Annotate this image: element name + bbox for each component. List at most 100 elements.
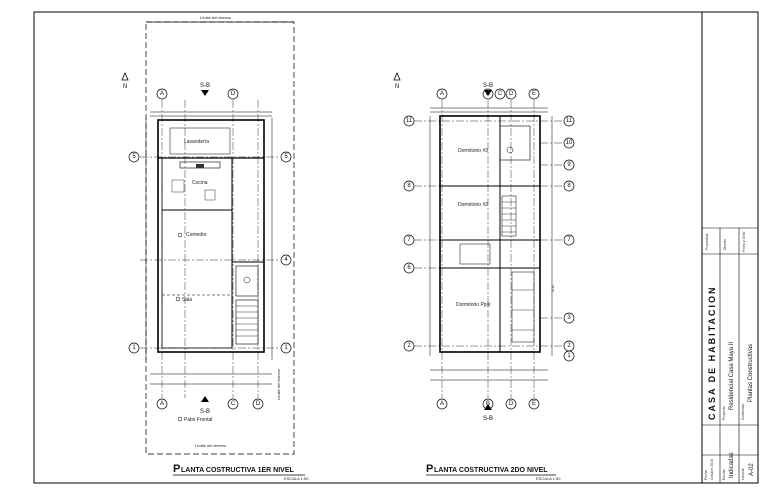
r-room-label-dorm2: Dormitorio #2	[458, 202, 488, 208]
grid-bubble-d-bot	[252, 398, 264, 410]
grid-bubble-a-top	[156, 88, 168, 100]
r-grid-bubble-c-top	[494, 88, 506, 100]
r-grid-label-3-right: 3	[567, 315, 571, 321]
r-grid-bubble-e-top	[528, 88, 540, 100]
r-grid-bubble-a-top	[436, 88, 448, 100]
grid-label-5-left: 5	[132, 154, 136, 160]
north-label-right: N	[395, 84, 399, 90]
grid-bubble-5-left	[128, 151, 140, 163]
r-grid-label-1-right: 1	[567, 353, 571, 359]
tb-top-label: Propiedad:	[705, 233, 709, 250]
building-inner-1	[161, 157, 233, 349]
r-grid-label-8-right: 8	[567, 183, 571, 189]
grid-bubble-a-bot	[156, 398, 168, 410]
r-grid-label-11-right: 11	[566, 118, 573, 124]
grid-bubble-4-right	[280, 254, 292, 266]
r-grid-label-2-right: 2	[567, 343, 571, 349]
r-grid-label-7-right: 7	[567, 237, 571, 243]
room-label-lavanderia: Lavandería	[184, 139, 209, 145]
north-arrow-right-icon	[393, 71, 401, 81]
r-grid-bubble-11-left	[403, 115, 415, 127]
grid-label-5-right: 5	[284, 154, 288, 160]
tb-notes-label2: Firma y Sello	[742, 232, 746, 252]
r-grid-bubble-2-left	[403, 340, 415, 352]
r-grid-label-a-top: A	[440, 91, 444, 97]
r-grid-bubble-7-right	[563, 234, 575, 246]
r-grid-bubble-9-right	[563, 159, 575, 171]
r-grid-label-2-left: 2	[407, 343, 411, 349]
grid-label-d-top: D	[231, 91, 236, 97]
title-block: Propiedad: Diseño Firma y Sello CASA DE …	[702, 227, 758, 483]
laundry-area	[169, 127, 231, 155]
r-grid-label-e-top: E	[532, 91, 536, 97]
r-section-side-label: S-A	[550, 285, 555, 292]
tb-sheet-label: Lámina:	[741, 468, 745, 480]
r-grid-bubble-a-bot	[436, 398, 448, 410]
r-section-arrow-bot-icon	[484, 404, 492, 410]
r-grid-bubble-d-bot	[505, 398, 517, 410]
bathroom-left	[235, 265, 259, 297]
r-grid-bubble-7-left	[403, 234, 415, 246]
left-plan-title: LANTA COSTRUCTIVA 1ER NIVEL	[181, 467, 295, 474]
level-mark-3-icon	[177, 416, 183, 422]
tb-content-label: Contenido:	[741, 403, 745, 420]
right-plan-scale: ESCALA 1:50	[536, 476, 561, 481]
r-grid-bubble-11-right	[563, 115, 575, 127]
grid-label-d-bot: D	[256, 401, 261, 407]
room-label-cocina: Cocina	[192, 180, 208, 186]
stair-upper	[501, 195, 517, 237]
stair-left	[235, 299, 259, 345]
building-outline-2	[439, 115, 541, 353]
r-grid-label-e-bot: E	[532, 401, 536, 407]
grid-bubble-1-right	[280, 342, 292, 354]
r-room-label-dorm3: Dormitorio #3	[458, 148, 488, 154]
north-label-left: N	[123, 84, 127, 90]
door-swing-2	[204, 189, 216, 201]
grid-label-1-left: 1	[132, 345, 136, 351]
room-label-patio: Patio Frontal	[184, 417, 212, 423]
r-grid-bubble-e-bot	[528, 398, 540, 410]
r-grid-bubble-6-left	[403, 262, 415, 274]
r-grid-label-d-top: D	[509, 91, 514, 97]
building-outline-1	[157, 119, 265, 353]
toilet-left	[243, 276, 251, 284]
r-grid-label-a-bot: A	[440, 401, 444, 407]
r-grid-bubble-1-right	[563, 350, 575, 362]
left-plan-scale: ESCALA 1:50	[284, 476, 309, 481]
r-section-label-bot: S-B	[483, 416, 493, 422]
door-swing-1	[171, 179, 185, 193]
r-grid-label-11-left: 11	[406, 118, 413, 124]
r-grid-label-c-top: C	[498, 91, 503, 97]
right-plan: N A B C D E	[393, 71, 575, 481]
lot-top-label: Límite del terreno	[200, 15, 232, 20]
closet-lines	[512, 289, 534, 331]
room-label-comedor: Comedor	[186, 232, 207, 238]
bath-upper	[499, 125, 531, 161]
sheet-border	[33, 11, 759, 484]
section-arrow-top-left-icon	[201, 90, 209, 96]
left-plan-title-cap: P	[173, 463, 180, 475]
grid-label-a-top: A	[160, 91, 164, 97]
r-grid-bubble-3-right	[563, 312, 575, 324]
grid-bubble-c-bot	[227, 398, 239, 410]
r-room-label-dormppal: Dormitorio Ppal	[456, 302, 490, 308]
section-label-top-left: S-B	[200, 83, 210, 89]
tb-project-title: CASA DE HABITACION	[707, 286, 717, 421]
r-grid-label-8-left: 8	[407, 183, 411, 189]
tb-project-label: Proyecto:	[722, 405, 726, 420]
r-section-arrow-top-icon	[484, 90, 492, 96]
stove	[196, 164, 204, 168]
grid-bubble-5-right	[280, 151, 292, 163]
stair-treads	[236, 305, 258, 337]
grid-bubble-d-top	[227, 88, 239, 100]
lot-bottom-label: Límite del terreno	[195, 443, 227, 448]
right-plan-title: LANTA COSTRUCTIVA 2DO NIVEL	[434, 467, 548, 474]
level-mark-2-icon	[175, 296, 181, 302]
tb-content: Plantas Constructivas	[748, 344, 754, 402]
r-grid-bubble-8-left	[403, 180, 415, 192]
tb-scale-label: Escala:	[722, 468, 726, 480]
left-plan: Límite del terreno Límite del terreno Lí…	[121, 15, 309, 481]
tb-sheet: A-02	[749, 463, 755, 476]
level-mark-1-icon	[177, 232, 183, 238]
